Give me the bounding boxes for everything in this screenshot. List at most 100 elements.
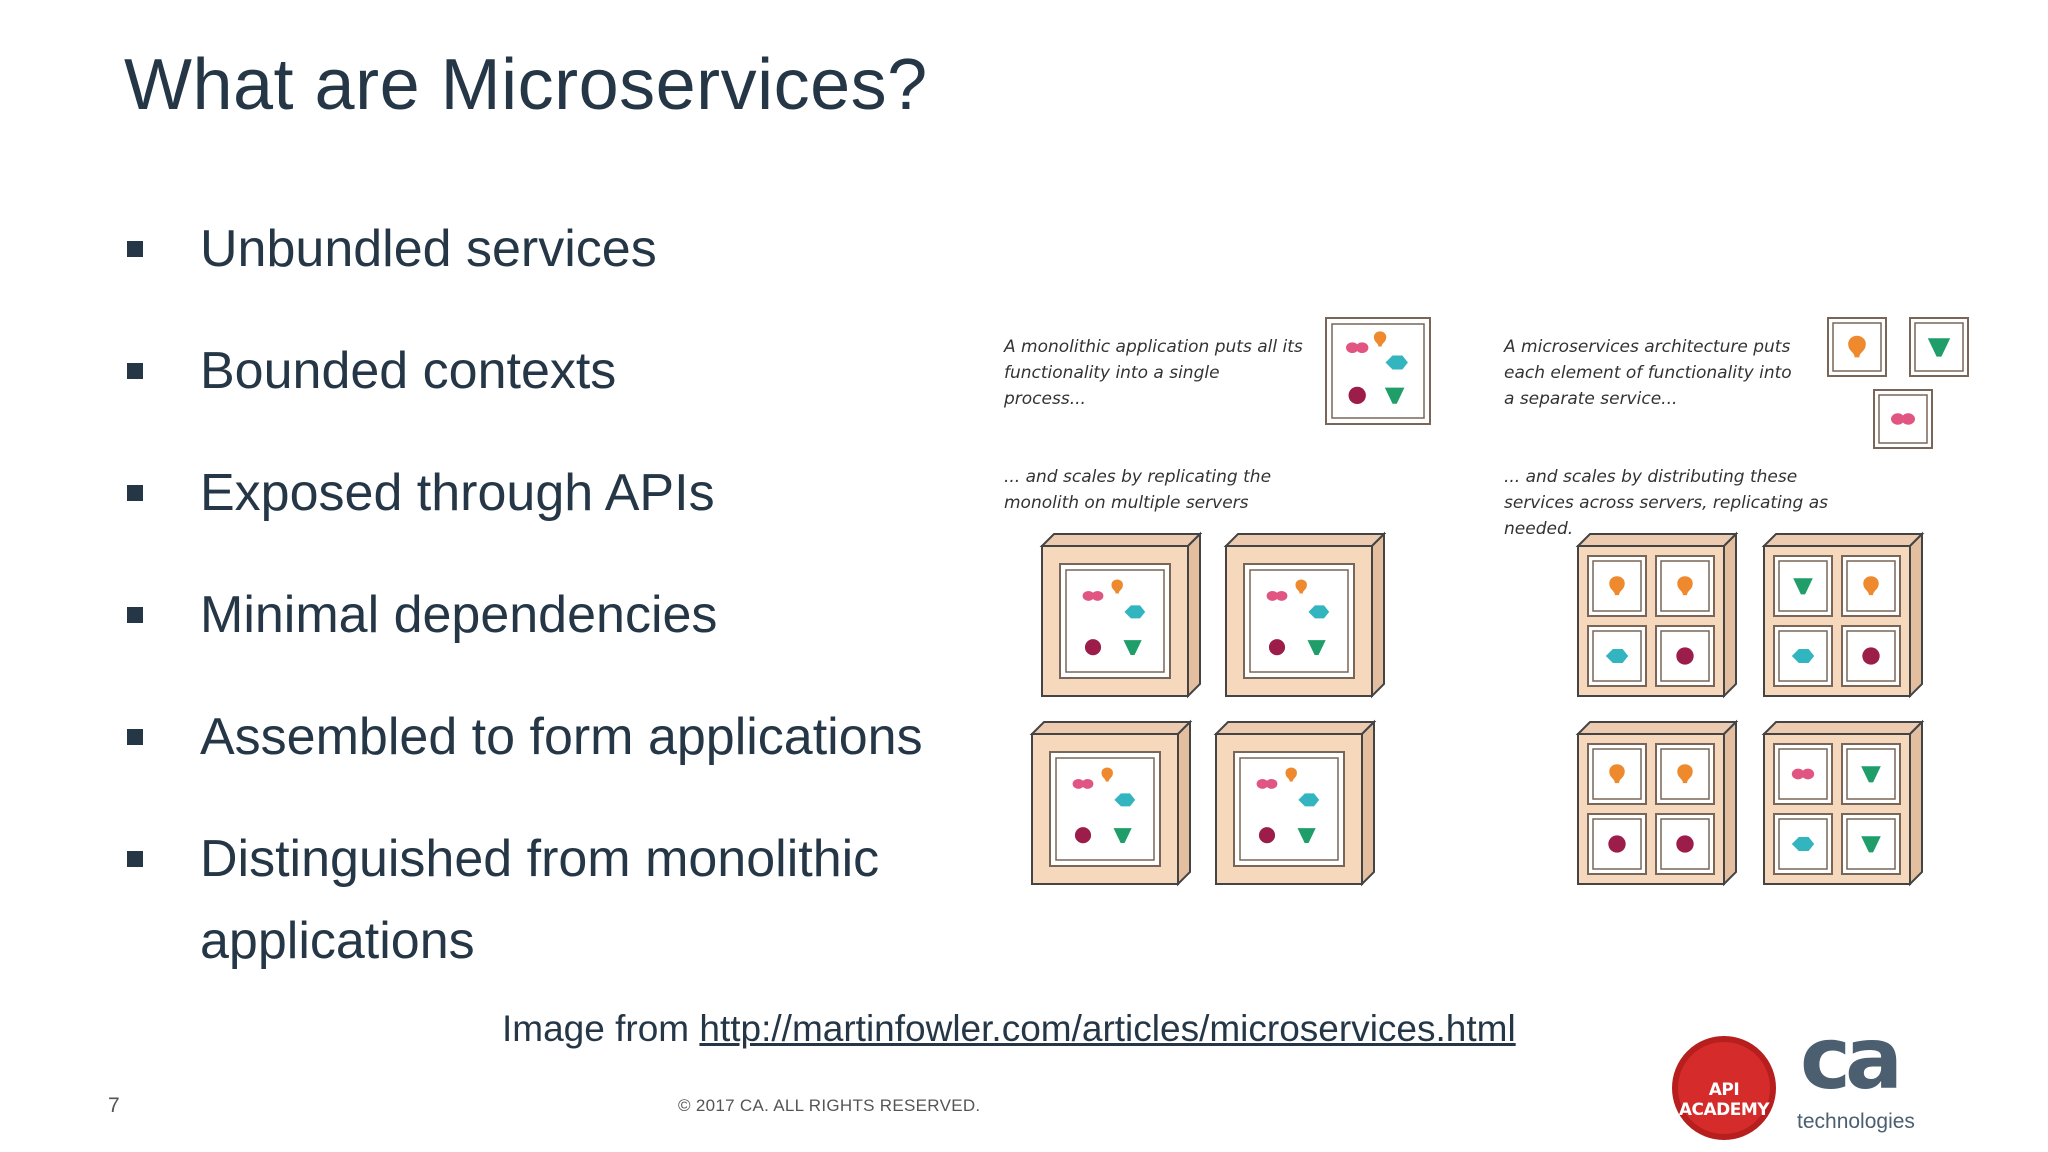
orange-service-icon: [1111, 579, 1123, 594]
pink-service-icon: [1081, 778, 1094, 789]
pink-service-icon: [1791, 768, 1805, 780]
green-service-icon: [1384, 387, 1405, 404]
ca-technologies-label: technologies: [1797, 1110, 1915, 1133]
monolith-server-top: [1223, 533, 1387, 547]
pink-service-icon: [1275, 590, 1288, 601]
microservices-server-top: [1761, 721, 1925, 735]
green-service-icon: [1861, 766, 1881, 783]
microservices-diagram: A monolithic application puts all its fu…: [990, 300, 1980, 910]
microservices-top-note: A microservices architecture puts each e…: [1504, 337, 1792, 409]
bullet-item: Assembled to form applications: [124, 696, 984, 778]
source-link[interactable]: http://martinfowler.com/articles/microse…: [699, 1008, 1516, 1049]
orange-service-icon: [1863, 576, 1879, 596]
microservices-server-side: [1909, 531, 1923, 699]
maroon-service-icon: [1268, 639, 1286, 656]
bullet-item: Unbundled services: [124, 208, 984, 290]
bullet-text: Bounded contexts: [200, 342, 617, 400]
ca-logo: ca: [1800, 1009, 1903, 1109]
maroon-service-icon: [1676, 835, 1694, 853]
green-service-icon: [1793, 578, 1813, 595]
monolith-server-side: [1187, 531, 1201, 699]
pink-service-icon: [1901, 413, 1915, 425]
slide-title: What are Microservices?: [124, 45, 928, 125]
bullet-square-icon: [127, 241, 143, 257]
pink-service-icon: [1355, 342, 1369, 353]
teal-service-icon: [1605, 649, 1629, 663]
maroon-service-icon: [1074, 827, 1092, 844]
orange-service-icon: [1609, 764, 1625, 784]
microservices-bottom-note: ... and scales by distributing these ser…: [1504, 467, 1828, 539]
teal-service-icon: [1791, 649, 1815, 663]
maroon-service-icon: [1862, 647, 1880, 665]
green-service-icon: [1123, 640, 1142, 656]
page-number: 7: [108, 1094, 120, 1117]
teal-service-icon: [1298, 793, 1320, 807]
bullet-item: Exposed through APIs: [124, 452, 984, 534]
monolith-server-top: [1213, 721, 1377, 735]
orange-service-icon: [1677, 764, 1693, 784]
bullet-square-icon: [127, 851, 143, 867]
bullet-square-icon: [127, 363, 143, 379]
microservices-server-top: [1575, 533, 1739, 547]
orange-service-icon: [1373, 331, 1387, 347]
monolith-server-side: [1177, 719, 1191, 887]
bullet-list: Unbundled services Bounded contexts Expo…: [124, 208, 984, 1022]
pink-service-icon: [1082, 590, 1095, 601]
monolith-server-side: [1361, 719, 1375, 887]
orange-service-icon: [1677, 576, 1693, 596]
monolith-server-top: [1029, 721, 1193, 735]
bullet-item: Minimal dependencies: [124, 574, 984, 656]
teal-service-icon: [1791, 837, 1815, 851]
teal-service-icon: [1114, 793, 1136, 807]
monolith-server-top: [1039, 533, 1203, 547]
monolith-process-inner: [1239, 757, 1339, 861]
microservices-server-top: [1575, 721, 1739, 735]
api-academy-logo: API ACADEMY: [1672, 1036, 1776, 1140]
api-academy-logo-text: API ACADEMY: [1678, 1080, 1770, 1120]
caption-prefix: Image from: [502, 1008, 700, 1049]
orange-service-icon: [1609, 576, 1625, 596]
bullet-square-icon: [127, 607, 143, 623]
green-service-icon: [1927, 338, 1951, 357]
microservices-server-top: [1761, 533, 1925, 547]
microservices-server-side: [1723, 719, 1737, 887]
orange-service-icon: [1101, 767, 1113, 782]
pink-service-icon: [1265, 778, 1278, 789]
green-service-icon: [1297, 828, 1316, 844]
service-box-inner: [1846, 560, 1896, 612]
bullet-square-icon: [127, 729, 143, 745]
orange-service-icon: [1848, 335, 1866, 358]
copyright-notice: © 2017 CA. ALL RIGHTS RESERVED.: [678, 1096, 981, 1115]
bullet-text: Distinguished from monolithic applicatio…: [200, 830, 880, 970]
bullet-item: Distinguished from monolithic applicatio…: [124, 818, 984, 982]
orange-service-icon: [1295, 579, 1307, 594]
monolith-bottom-note: ... and scales by replicating the monoli…: [1004, 467, 1272, 513]
pink-service-icon: [1891, 413, 1905, 425]
microservices-server-side: [1909, 719, 1923, 887]
bullet-item: Bounded contexts: [124, 330, 984, 412]
green-service-icon: [1113, 828, 1132, 844]
maroon-service-icon: [1676, 647, 1694, 665]
service-box-inner: [1660, 818, 1710, 870]
monolith-server-side: [1371, 531, 1385, 699]
pink-service-icon: [1091, 590, 1104, 601]
pink-service-icon: [1346, 342, 1359, 353]
image-caption: Image from http://martinfowler.com/artic…: [502, 1008, 1516, 1050]
green-service-icon: [1307, 640, 1326, 656]
bullet-square-icon: [127, 485, 143, 501]
diagram-graphics: [1029, 317, 1969, 887]
maroon-service-icon: [1258, 827, 1276, 844]
pink-service-icon: [1801, 768, 1815, 780]
microservices-server-side: [1723, 531, 1737, 699]
orange-service-icon: [1285, 767, 1297, 782]
green-service-icon: [1861, 836, 1881, 853]
maroon-service-icon: [1608, 835, 1626, 853]
teal-service-icon: [1385, 355, 1408, 370]
bullet-text: Assembled to form applications: [200, 708, 923, 766]
maroon-service-icon: [1084, 639, 1102, 656]
pink-service-icon: [1266, 590, 1279, 601]
bullet-text: Minimal dependencies: [200, 586, 718, 644]
pink-service-icon: [1256, 778, 1269, 789]
maroon-service-icon: [1348, 386, 1366, 405]
